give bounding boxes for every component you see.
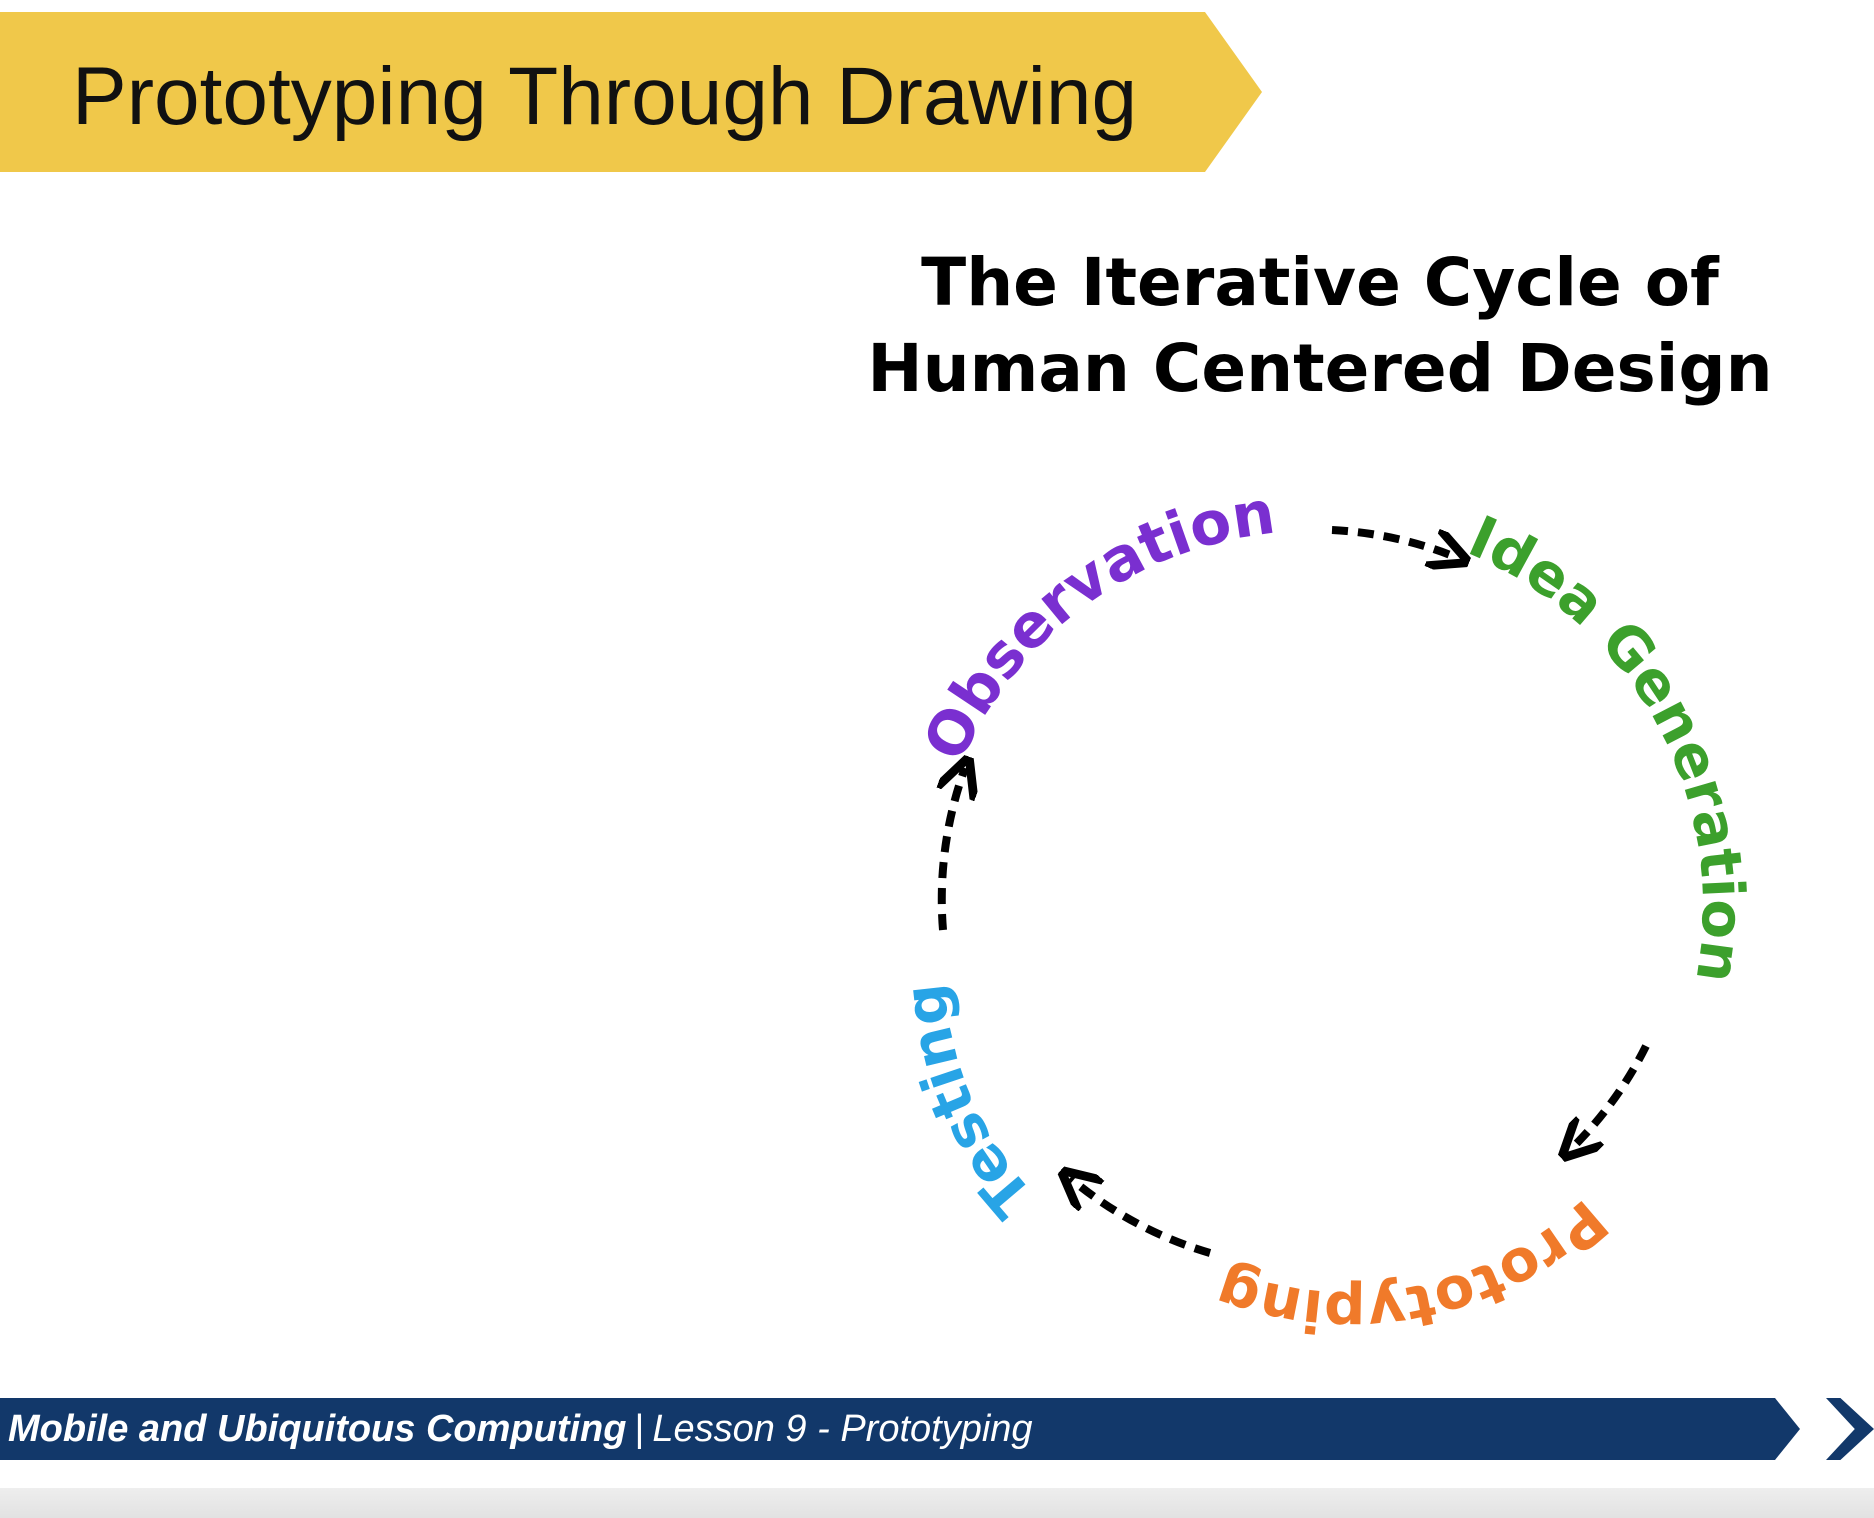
diagram-heading-line-1: The Iterative Cycle of [921, 244, 1719, 321]
arrow-prototyping-to-testing [1070, 1178, 1212, 1257]
diagram-heading: The Iterative Cycle of Human Centered De… [860, 240, 1780, 412]
arrow-observation-to-idea [1331, 526, 1458, 558]
footer-text: Mobile and Ubiquitous Computing|Lesson 9… [8, 1408, 1033, 1451]
stage-prototyping: Prototyping [1207, 1187, 1620, 1347]
stage-testing: Testing [890, 980, 1045, 1230]
footer-lesson: Lesson 9 - Prototyping [652, 1408, 1033, 1450]
stage-idea-generation: Idea Generation [1459, 502, 1757, 986]
bottom-strip [0, 1488, 1874, 1518]
arrow-testing-to-observation [942, 768, 965, 931]
footer-separator: | [634, 1408, 645, 1450]
footer-course-name: Mobile and Ubiquitous Computing [8, 1408, 627, 1450]
title-banner: Prototyping Through Drawing [0, 12, 1262, 172]
stage-observation: Observation [910, 478, 1279, 772]
footer-bar: Mobile and Ubiquitous Computing|Lesson 9… [0, 1398, 1800, 1460]
slide-title: Prototyping Through Drawing [72, 51, 1138, 142]
arrow-idea-to-prototyping [1570, 1044, 1650, 1150]
cycle-arrows [942, 526, 1650, 1257]
diagram-heading-line-2: Human Centered Design [867, 330, 1773, 407]
